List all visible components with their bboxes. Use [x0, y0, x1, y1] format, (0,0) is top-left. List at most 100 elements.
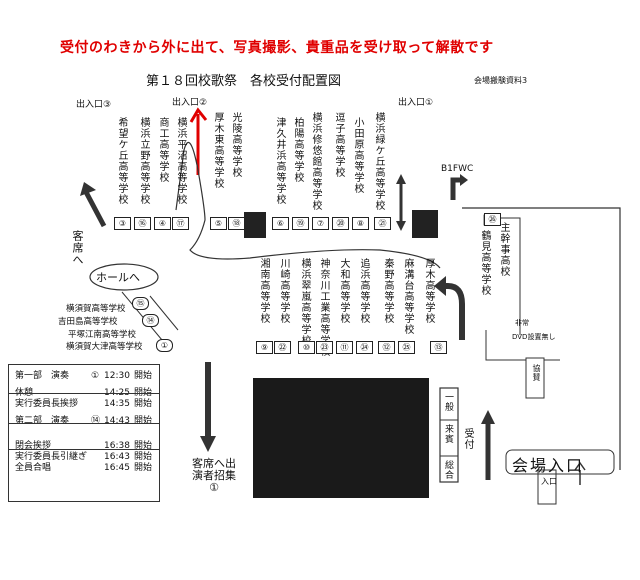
school-hiratsuka-konan: 平塚江南高等学校	[68, 330, 137, 340]
school-yokosuka: 横須賀高等学校	[66, 304, 126, 314]
school-atsugi-higashi: 厚木東高等学校	[212, 112, 223, 189]
booth-number: ㉒	[274, 341, 291, 354]
schedule-time: 14:43	[104, 416, 130, 426]
schedule-time: 14:35	[104, 399, 130, 409]
schedule-status: 開始	[133, 463, 152, 473]
entrance-2-label: 出入口②	[172, 98, 208, 108]
host-school: 主幹事高校	[498, 222, 509, 277]
school-kibougaoka: 希望ケ丘高等学校	[116, 117, 127, 205]
schedule-time: 16:43	[104, 452, 130, 462]
booth-number: ⑦	[312, 217, 329, 230]
booth-number: ㉓	[316, 341, 333, 354]
down-arrow-icon	[200, 362, 216, 452]
schedule-status: 開始	[133, 452, 152, 462]
entrance-3-label: 出入口③	[76, 100, 112, 110]
booth-number: ①	[156, 339, 173, 352]
reception-label: 受付	[462, 428, 473, 450]
schedule-label: 全員合唱	[15, 463, 52, 473]
up-down-arrow-icon	[396, 174, 406, 231]
schedule-label: 第一部 演奏	[15, 371, 70, 381]
schedule-label: 閉会挨拶	[15, 441, 52, 451]
schedule-mark	[89, 452, 102, 463]
reference-label: 会場搬験資料3	[474, 76, 528, 85]
school-tsurumi: 鶴見高等学校	[479, 230, 490, 296]
hall-oval	[89, 263, 159, 291]
left-diagonal-arrow-icon	[80, 182, 107, 228]
school-koryo: 光陵高等学校	[230, 112, 241, 178]
venue-entrance-label: 会場入口	[512, 456, 585, 475]
b1fwc-label: B1FWC	[441, 164, 474, 174]
schedule-label: 第二部 演奏	[15, 416, 70, 426]
booth-number: ⑫	[378, 341, 395, 354]
school-yokohama-suiran: 横浜翠嵐高等学校	[299, 258, 310, 346]
school-tsukuihama: 津久井浜高等学校	[274, 117, 285, 205]
schedule-status: 開始	[133, 371, 152, 381]
schedule-status: 開始	[133, 416, 152, 426]
sponsor-label: 協賛	[532, 364, 541, 382]
schedule-status: 開始	[133, 441, 152, 451]
booth-number: ④	[154, 217, 171, 230]
pillar-block	[244, 212, 266, 238]
booth-number: ⑲	[292, 217, 309, 230]
schedule-mark: ⑭	[91, 416, 101, 426]
notice-text: 受付のわきから外に出て、写真撮影、貴重品を受け取って解散です	[60, 40, 494, 56]
schedule-mark: ①	[91, 371, 100, 381]
booth-number: ㉖	[484, 213, 501, 226]
to-seats-label: 客席へ	[71, 230, 84, 266]
schedule-time: 16:38	[104, 441, 130, 451]
school-shonan: 湘南高等学校	[258, 258, 269, 324]
side-note-dvd: DVD設置無し	[512, 333, 556, 341]
booth-number: ⑧	[352, 217, 369, 230]
side-note-emergency: 非常	[515, 319, 529, 327]
booth-number: ⑱	[228, 217, 245, 230]
school-zushi: 逗子高等学校	[333, 112, 344, 178]
reception-guest: 来賓	[443, 424, 453, 444]
school-asamizodai: 麻溝台高等学校	[402, 258, 413, 335]
school-yokohama-midorigaoka: 横浜緑ケ丘高等学校	[373, 112, 384, 211]
booth-number: ⑭	[142, 314, 159, 327]
booth-number: ⑪	[336, 341, 353, 354]
school-hadano: 秦野高等学校	[382, 258, 393, 324]
b1fwc-arrow-icon	[450, 174, 468, 200]
booth-number: ⑤	[210, 217, 227, 230]
schedule-mark	[89, 399, 102, 410]
booth-number: ㉔	[356, 341, 373, 354]
school-kawasaki: 川崎高等学校	[278, 258, 289, 324]
reception-arrow-icon	[481, 410, 495, 480]
school-yamato: 大和高等学校	[338, 258, 349, 324]
booth-number: ⑩	[298, 341, 315, 354]
reception-general: 一般	[443, 392, 453, 412]
booth-number: ⑳	[332, 217, 349, 230]
venue-entrance-box	[505, 449, 615, 475]
schedule-label: 実行委員長挨拶	[15, 399, 79, 409]
school-yokohama-hiranuma: 横浜平沼高等学校	[175, 117, 186, 205]
schedule-label: 実行委員長引継ぎ	[15, 452, 88, 462]
school-yokohama-shuyukan: 横浜修悠館高等学校	[310, 112, 321, 211]
entrance-label: 入口	[541, 477, 557, 486]
schedule-mark	[89, 441, 102, 452]
booth-number: ⑨	[256, 341, 273, 354]
booth-number: ⑥	[272, 217, 289, 230]
school-yokosuka-otsu: 横須賀大津高等学校	[66, 342, 143, 352]
school-odawara: 小田原高等学校	[352, 117, 363, 194]
booth-number: ㉑	[374, 217, 391, 230]
school-kanagawa-kogyo: 神奈川工業高等学校	[318, 258, 329, 357]
to-seats-performer-call-label: 客席へ出演者招集①	[192, 457, 236, 494]
to-hall-label: ホールへ	[96, 271, 140, 284]
school-yokohama-tateno: 横浜立野高等学校	[138, 117, 149, 205]
schedule-time: 12:30	[104, 371, 130, 381]
booth-number: ⑯	[134, 217, 151, 230]
pillar-block	[412, 210, 438, 238]
school-oppama: 追浜高等学校	[358, 258, 369, 324]
school-hakuyo: 柏陽高等学校	[292, 117, 303, 183]
school-atsugi: 厚木高等学校	[423, 258, 434, 324]
schedule-time: 16:45	[104, 463, 130, 473]
red-up-arrow-icon	[189, 107, 208, 175]
